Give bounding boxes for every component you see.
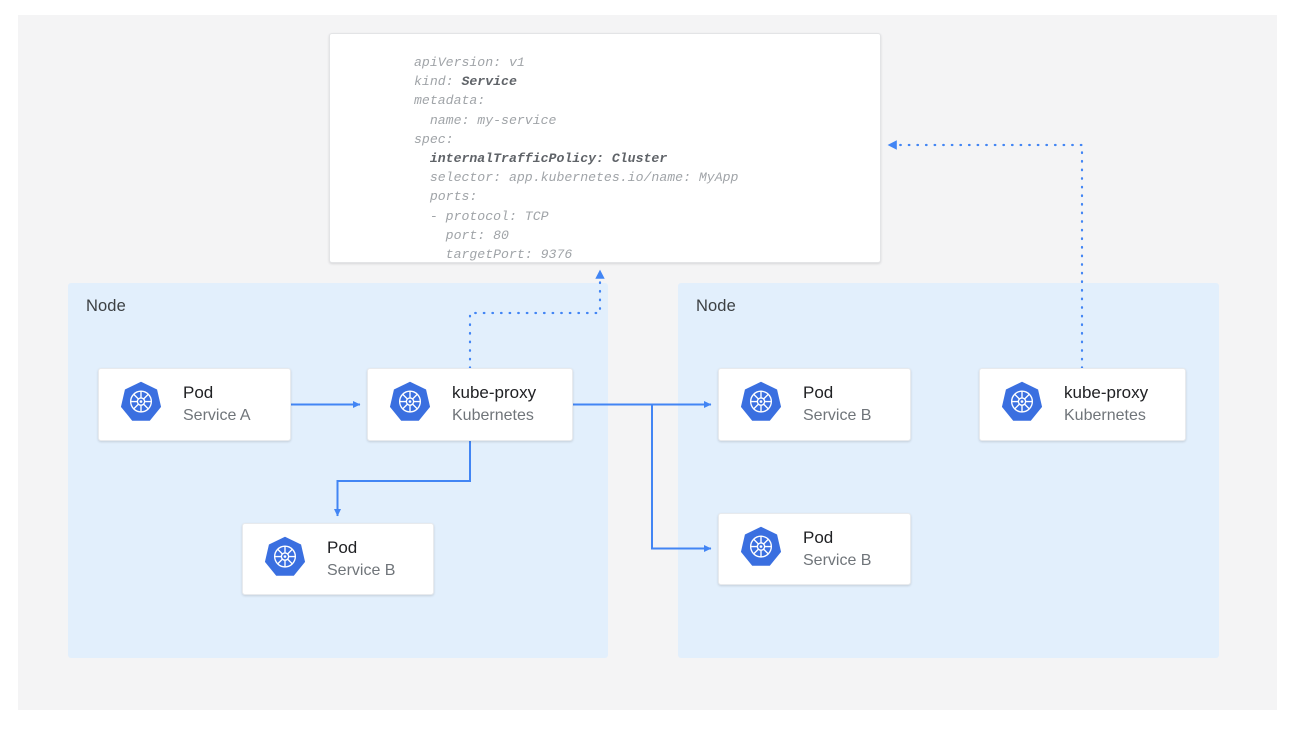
node-label-left: Node: [86, 297, 126, 315]
card-pod-service-b-left[interactable]: Pod Service B: [242, 523, 434, 595]
card-text: Pod Service B: [803, 382, 871, 426]
node-box-left: [68, 283, 608, 658]
card-subtitle: Service B: [803, 407, 872, 425]
yaml-line-targetport: targetPort: 9376: [414, 247, 573, 263]
kubernetes-icon: [119, 380, 163, 429]
card-title: Pod: [803, 527, 834, 547]
card-text: kube-proxy Kubernetes: [452, 382, 536, 426]
kubernetes-icon: [1000, 380, 1044, 429]
card-subtitle: Kubernetes: [1064, 407, 1146, 425]
card-subtitle: Service A: [183, 407, 251, 425]
yaml-line-ports: ports:: [414, 189, 478, 205]
card-title: Pod: [327, 537, 358, 557]
card-pod-service-b-bottom-right[interactable]: Pod Service B: [718, 513, 911, 585]
yaml-line-protocol: - protocol: TCP: [414, 208, 549, 224]
yaml-line-selector: selector: app.kubernetes.io/name: MyApp: [414, 170, 739, 186]
card-title: kube-proxy: [452, 383, 537, 403]
card-pod-service-a[interactable]: Pod Service A: [98, 368, 291, 441]
kubernetes-icon: [388, 380, 432, 429]
card-kube-proxy-left[interactable]: kube-proxy Kubernetes: [367, 368, 573, 441]
card-text: Pod Service B: [327, 537, 395, 581]
service-yaml-card: apiVersion: v1 kind: Service metadata: n…: [329, 33, 881, 263]
card-text: Pod Service A: [183, 382, 251, 426]
yaml-line-kind: kind: Service: [414, 74, 517, 90]
yaml-line-internaltrafficpolicy: internalTrafficPolicy: Cluster: [414, 151, 668, 167]
kubernetes-icon: [263, 535, 307, 584]
service-yaml-text: apiVersion: v1 kind: Service metadata: n…: [414, 53, 738, 264]
kubernetes-icon: [739, 525, 783, 574]
card-subtitle: Kubernetes: [452, 407, 534, 425]
kubernetes-icon: [739, 380, 783, 429]
yaml-line-apiversion: apiVersion: v1: [414, 55, 525, 70]
yaml-line-metadata: metadata:: [414, 93, 486, 109]
card-pod-service-b-top-right[interactable]: Pod Service B: [718, 368, 911, 441]
card-subtitle: Service B: [327, 561, 396, 579]
card-text: kube-proxy Kubernetes: [1064, 382, 1148, 426]
yaml-line-port: port: 80: [414, 227, 509, 243]
yaml-line-spec: spec:: [414, 131, 454, 147]
card-kube-proxy-right[interactable]: kube-proxy Kubernetes: [979, 368, 1186, 441]
card-title: kube-proxy: [1064, 383, 1149, 403]
yaml-line-name: name: my-service: [414, 112, 557, 128]
card-subtitle: Service B: [803, 551, 872, 569]
node-box-right: [678, 283, 1219, 658]
card-title: Pod: [183, 383, 214, 403]
node-label-right: Node: [696, 297, 736, 315]
card-title: Pod: [803, 383, 834, 403]
card-text: Pod Service B: [803, 527, 871, 571]
